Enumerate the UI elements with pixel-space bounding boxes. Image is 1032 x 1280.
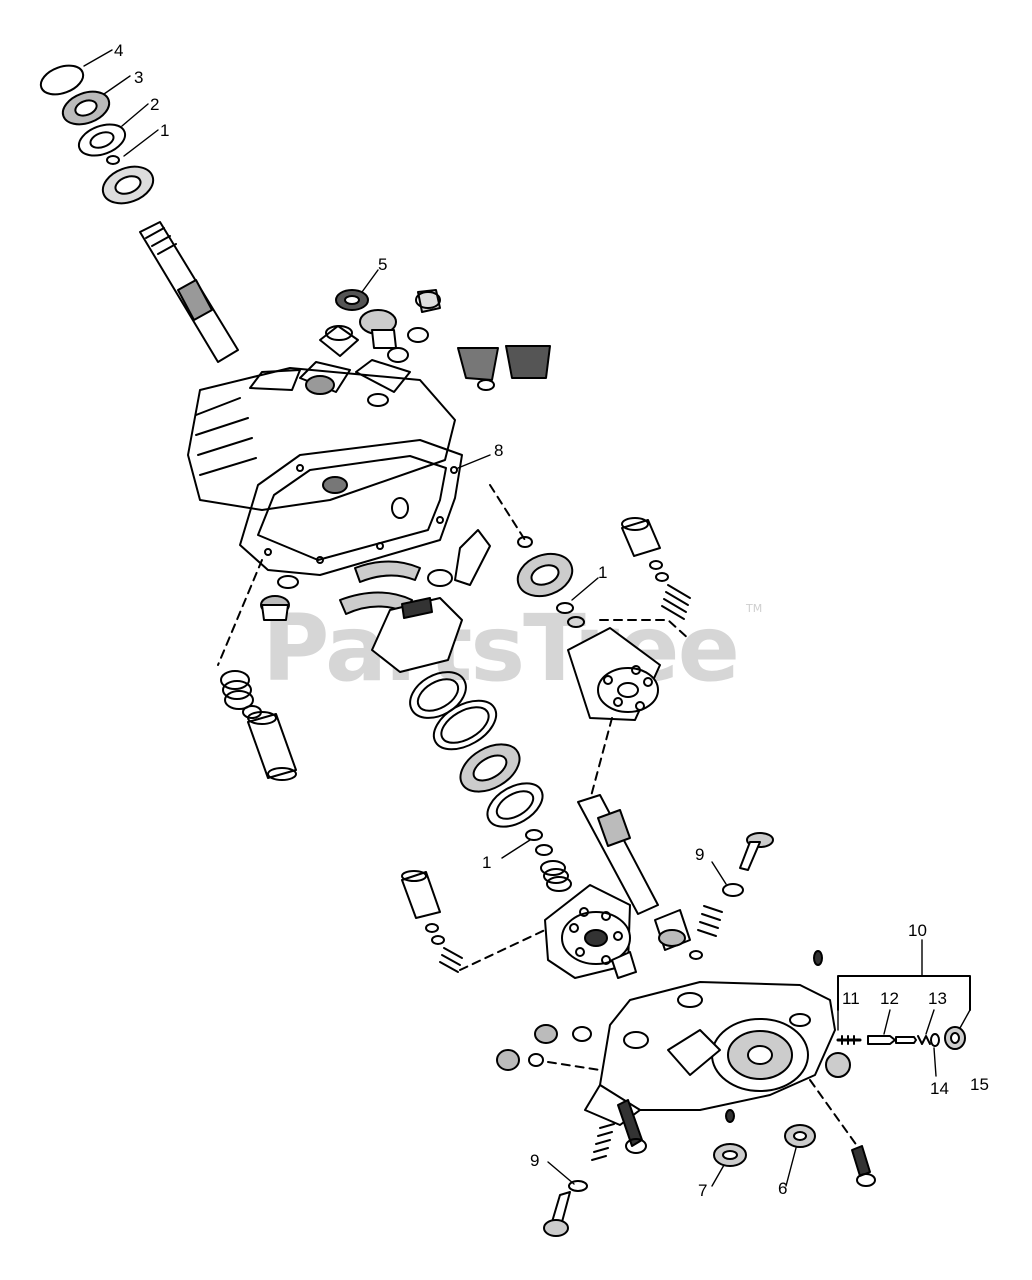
bushing-top[interactable] <box>319 325 359 357</box>
callouts: 4 3 2 1 5 8 1 1 9 10 11 12 13 14 15 9 7 … <box>114 41 989 1200</box>
plug-left[interactable] <box>260 595 290 621</box>
callout-10: 10 <box>908 921 927 940</box>
o-ring-small[interactable] <box>106 155 120 165</box>
o-ring-small-mid[interactable] <box>689 950 703 960</box>
screw-top-right[interactable] <box>739 832 774 871</box>
bearing[interactable] <box>98 160 158 210</box>
callout-11: 11 <box>842 989 860 1008</box>
screw-lower-mid[interactable] <box>617 1099 647 1154</box>
port-plug-left-a[interactable] <box>534 1024 592 1044</box>
plug-right-side[interactable] <box>825 1052 851 1078</box>
upper-housing[interactable] <box>187 359 456 511</box>
callout-9: 9 <box>530 1151 539 1170</box>
spring-lower[interactable] <box>540 860 572 892</box>
spring-left[interactable] <box>220 670 262 719</box>
callout-1: 1 <box>598 563 607 582</box>
callout-8: 8 <box>494 441 503 460</box>
watermark: PartsTree <box>262 595 738 702</box>
valve-spool-12[interactable] <box>867 1035 917 1045</box>
callout-4: 4 <box>114 41 123 60</box>
motor-cylinder-block[interactable] <box>567 627 661 721</box>
thrust-bearing[interactable] <box>452 735 527 802</box>
callout-2: 2 <box>150 95 159 114</box>
center-section[interactable] <box>584 981 836 1126</box>
valve-plug-b[interactable] <box>387 289 441 363</box>
callout-14: 14 <box>930 1079 949 1098</box>
o-ring-lower-pair[interactable] <box>525 829 553 856</box>
washer[interactable] <box>75 119 130 162</box>
filter-screen-a[interactable] <box>457 347 499 391</box>
trunnion-arm[interactable] <box>427 529 491 587</box>
screw-bottom-left[interactable] <box>543 1191 571 1237</box>
valve-pin-11[interactable] <box>836 1035 862 1045</box>
callout-13: 13 <box>928 989 947 1008</box>
valve-cap[interactable] <box>813 950 823 966</box>
thrust-race[interactable] <box>426 691 505 760</box>
callout-5: 5 <box>378 255 387 274</box>
o-ring-9-top[interactable] <box>722 883 744 897</box>
motor-shaft[interactable] <box>577 794 659 915</box>
callout-1: 1 <box>160 121 169 140</box>
o-ring-left[interactable] <box>277 575 299 589</box>
plug-6[interactable] <box>784 1124 816 1148</box>
valve-spring-13[interactable] <box>917 1035 931 1045</box>
plug-7[interactable] <box>713 1109 747 1167</box>
callout-7: 7 <box>698 1181 707 1200</box>
thrust-washer-2[interactable] <box>480 774 550 835</box>
o-ring-9-bottom[interactable] <box>568 1180 588 1192</box>
valve-plug-a[interactable] <box>359 309 397 349</box>
sleeve-left[interactable] <box>247 711 297 781</box>
swashplate-insert-a[interactable] <box>354 560 421 583</box>
callout-6: 6 <box>778 1179 787 1198</box>
gasket[interactable] <box>239 439 463 576</box>
seal-nut[interactable] <box>58 86 113 131</box>
retaining-ring[interactable] <box>37 60 87 99</box>
filter-screen-b[interactable] <box>505 345 551 379</box>
callout-15: 15 <box>970 1075 989 1094</box>
check-seal[interactable] <box>335 289 369 311</box>
bypass-bracket <box>837 975 971 1011</box>
sleeve-lower[interactable] <box>401 870 445 945</box>
valve-ring-14[interactable] <box>930 1033 940 1047</box>
input-shaft[interactable] <box>139 221 239 363</box>
callout-3: 3 <box>134 68 143 87</box>
pump-cylinder-block[interactable] <box>544 884 631 979</box>
spring-lower-9[interactable] <box>591 1123 615 1161</box>
swashplate[interactable] <box>371 597 463 673</box>
sleeve-right[interactable] <box>621 517 669 582</box>
callout-12: 12 <box>880 989 899 1008</box>
spring-lower-left[interactable] <box>439 947 463 973</box>
screw-bottom-right[interactable] <box>851 1145 876 1187</box>
shaft-bushing[interactable] <box>654 909 691 951</box>
o-ring-pair[interactable] <box>556 602 585 628</box>
spring-top-right[interactable] <box>697 905 723 937</box>
port-plug-left-b[interactable] <box>496 1049 544 1071</box>
valve-cap-15[interactable] <box>944 1026 966 1050</box>
o-ring-mid[interactable] <box>517 536 533 548</box>
callout-9: 9 <box>695 845 704 864</box>
spring-right[interactable] <box>661 584 691 620</box>
pump-bearing[interactable] <box>512 547 578 604</box>
callout-1: 1 <box>482 853 491 872</box>
watermark-trademark: TM <box>745 602 762 615</box>
plug-lower[interactable] <box>611 951 637 979</box>
